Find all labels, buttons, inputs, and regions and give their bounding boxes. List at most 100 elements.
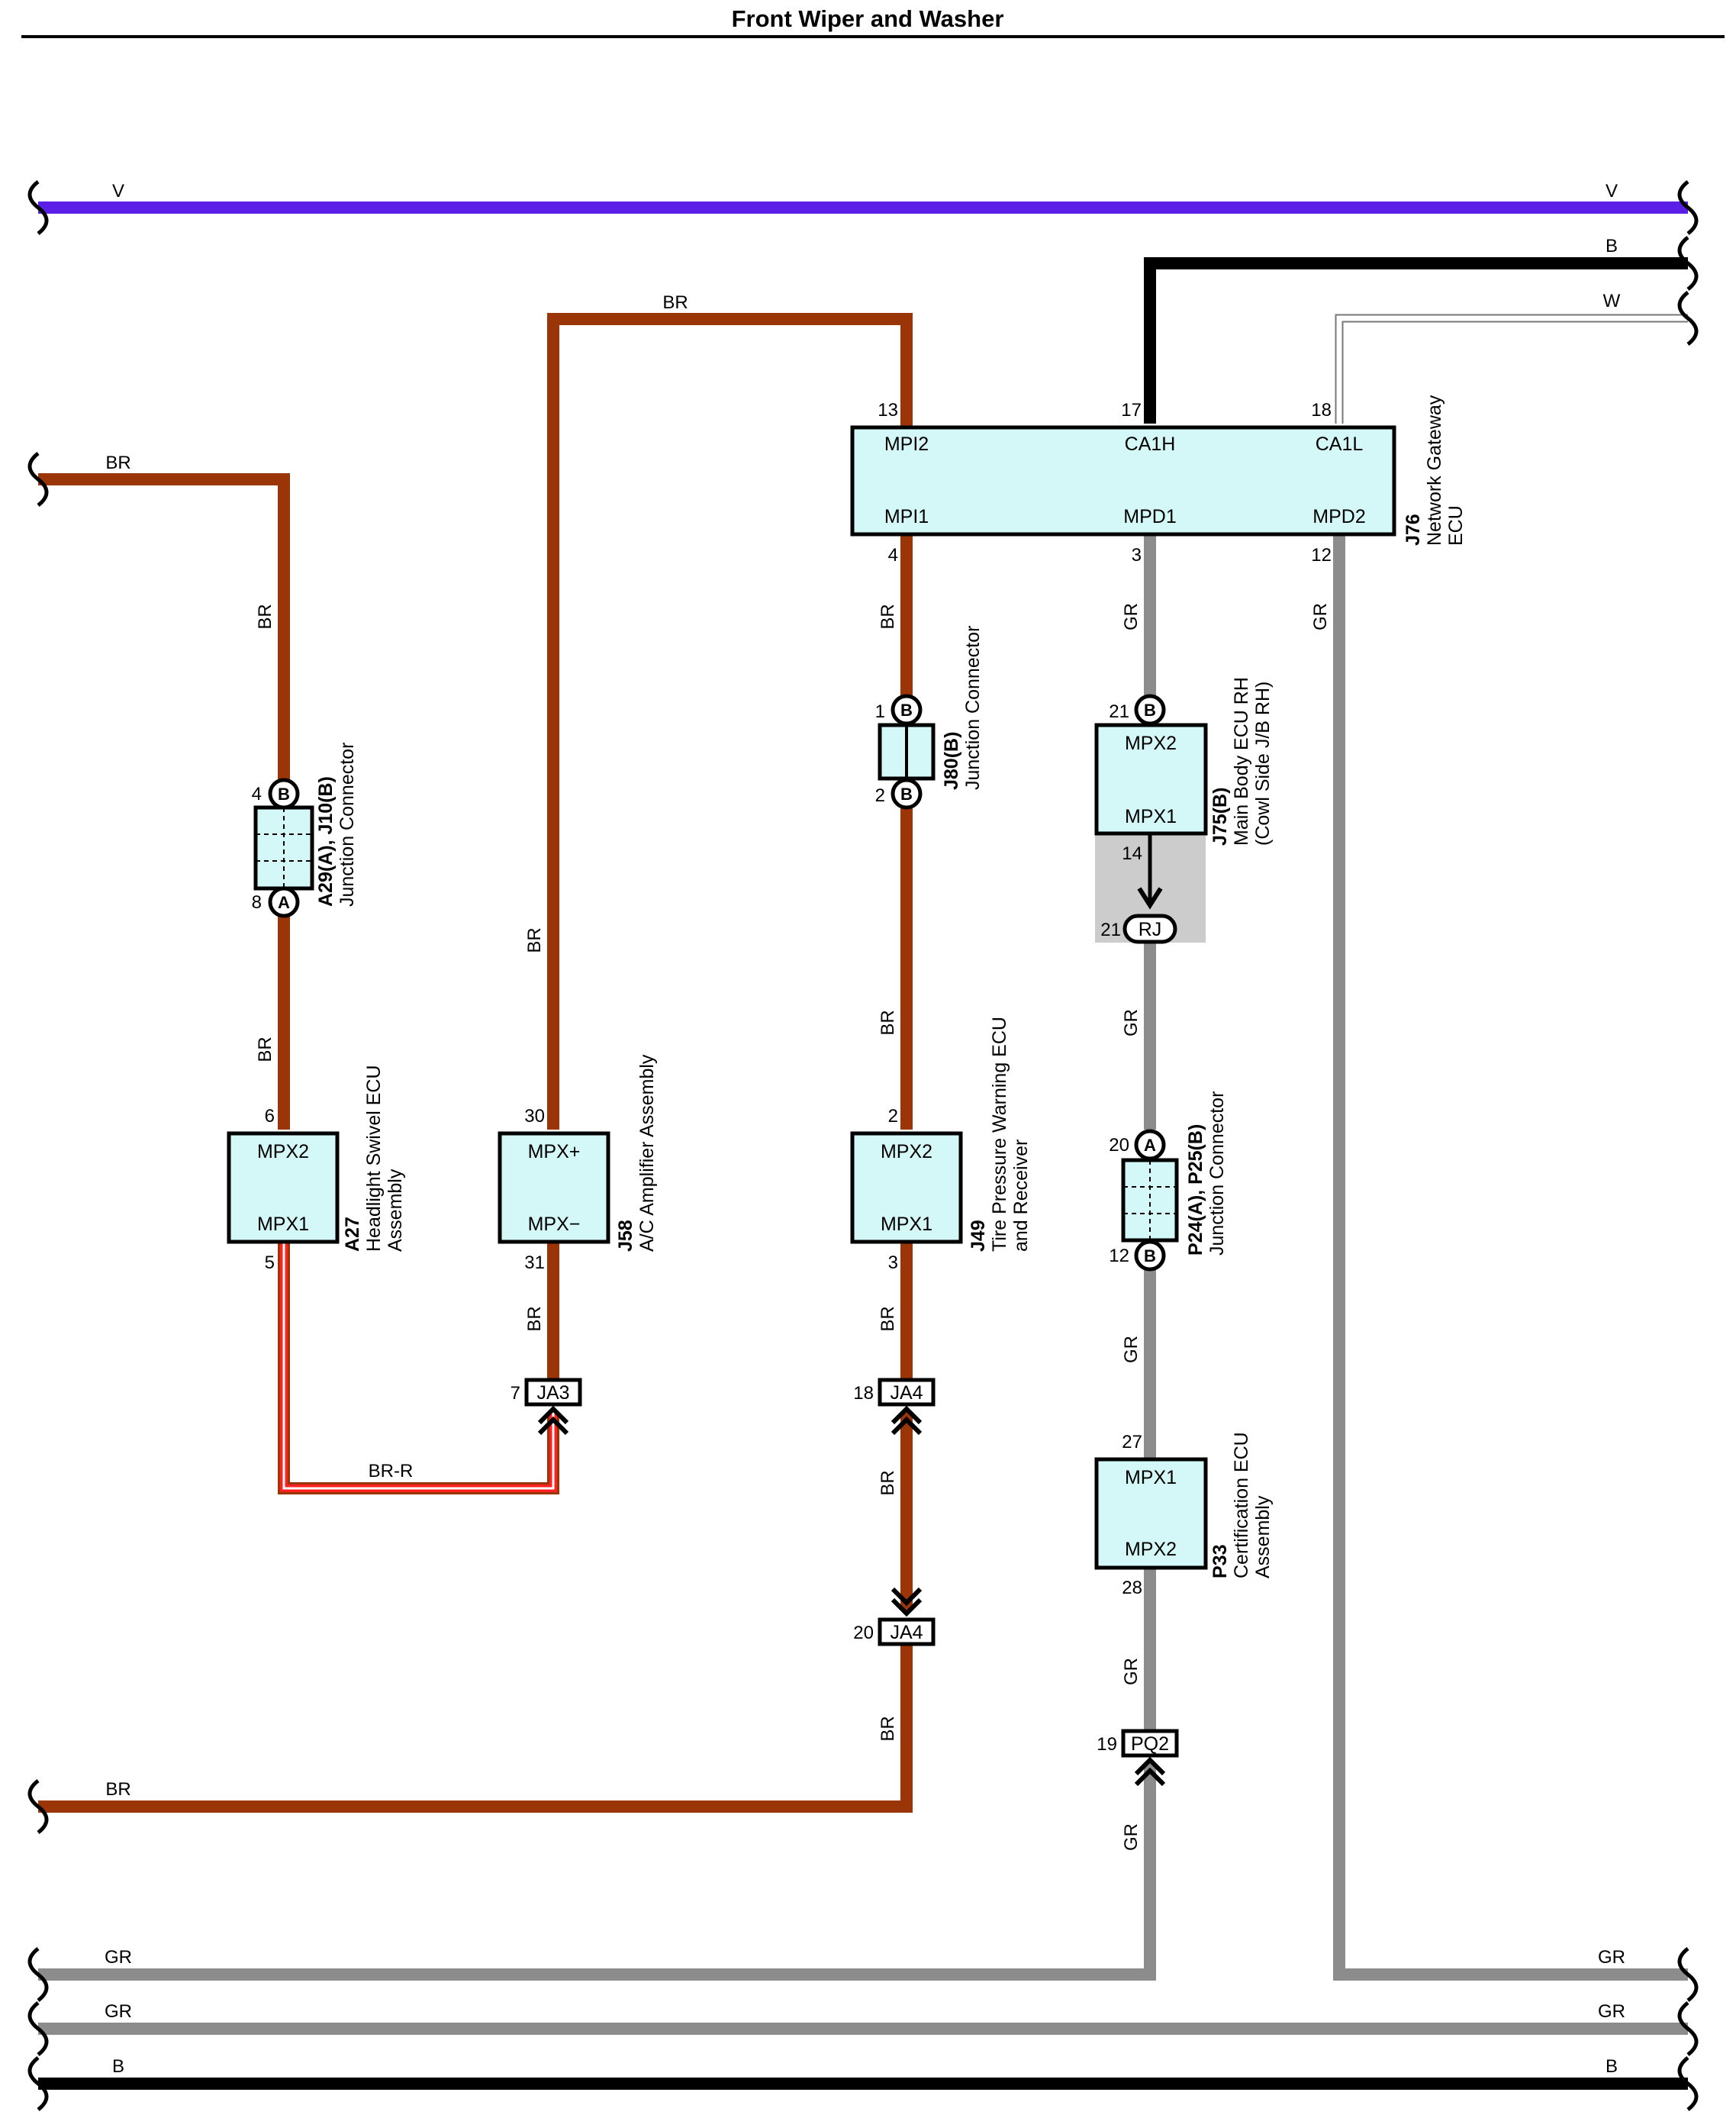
component-name: Junction Connector: [962, 626, 984, 790]
connector-label: JA3: [536, 1382, 569, 1404]
wire-label: GR: [105, 2001, 132, 2022]
wire-label: BR: [524, 927, 545, 953]
tire-pressure-warning-ecu: MPX2 MPX1 2 3 J49 Tire Pressure Warning …: [850, 1011, 1032, 1273]
component-id: J76: [1403, 514, 1424, 546]
component-label: P24(A), P25(B) Junction Connector: [1185, 1091, 1228, 1256]
pin-number: 2: [888, 1106, 898, 1127]
wire-label: W: [1603, 291, 1621, 311]
pin-number: 14: [1122, 843, 1142, 864]
pin-label: MPX2: [881, 1141, 932, 1162]
chevron-up-icon: [537, 1405, 569, 1436]
pin-number: 20: [1109, 1135, 1129, 1156]
pin-number: 8: [252, 892, 262, 913]
pin-number: 6: [265, 1106, 275, 1127]
wire-label: BR: [662, 292, 688, 313]
pin-number: 4: [252, 784, 262, 804]
wire-w-ca1l: [1335, 314, 1688, 424]
pin-number: 19: [1097, 1734, 1117, 1755]
pin-label: CA1L: [1316, 434, 1364, 455]
component-name: A/C Amplifier Assembly: [636, 1054, 658, 1252]
wire-label: BR-R: [369, 1461, 414, 1481]
wire-label: BR: [105, 453, 130, 473]
wire-label: GR: [1121, 1658, 1142, 1685]
connector-circle-label: B: [278, 785, 290, 804]
pin-number: 13: [878, 400, 898, 421]
component-name: Headlight Swivel ECU: [363, 1065, 385, 1252]
wire-label: BR: [255, 604, 275, 629]
component-name: (Cowl Side J/B RH): [1252, 682, 1274, 846]
wire-label: GR: [105, 1947, 132, 1968]
pin-label: MPX2: [257, 1141, 309, 1162]
component-label: P33 Certification ECU Assembly: [1209, 1427, 1274, 1578]
component-name: Tire Pressure Warning ECU: [989, 1017, 1010, 1252]
pin-label: MPI1: [884, 506, 929, 527]
wire-brr: [278, 1240, 559, 1494]
main-body-ecu-rh: MPX2 MPX1 B 21 14 RJ 21 J75(B) Main Body…: [1094, 677, 1274, 944]
ac-amplifier-assembly: MPX+ MPX− 30 31 J58 A/C Amplifier Assemb…: [498, 1054, 658, 1273]
pin-number: 18: [1311, 400, 1332, 421]
pin-number: 3: [1132, 545, 1142, 566]
inline-connector-ja4-top: JA4 18: [853, 1378, 936, 1436]
component-name: and Receiver: [1010, 1140, 1032, 1252]
pin-number: 21: [1109, 701, 1129, 722]
wire-label: GR: [1310, 603, 1331, 630]
wire-label: BR: [878, 1010, 898, 1035]
connector-circle-label: B: [900, 701, 913, 720]
wire-gr-mpd2: [1333, 534, 1688, 1981]
pin-label: MPX1: [1125, 806, 1177, 827]
pin-number: 31: [524, 1252, 545, 1273]
ground-label: RJ: [1139, 919, 1162, 940]
component-label: J76 Network Gateway ECU: [1403, 390, 1467, 546]
pin-number: 20: [853, 1623, 874, 1643]
connector-label: JA4: [890, 1382, 923, 1404]
component-name: Junction Connector: [337, 743, 358, 907]
component-name: Assembly: [385, 1169, 406, 1252]
wire-label: BR: [524, 1306, 545, 1331]
pin-number: 3: [888, 1252, 898, 1273]
pin-label: MPX1: [1125, 1467, 1177, 1488]
wire-label: BR: [878, 604, 898, 629]
arrow-down-icon: [1137, 887, 1163, 910]
pin-number: 18: [853, 1383, 874, 1404]
wire-label: BR: [878, 1470, 898, 1495]
component-name: Assembly: [1252, 1495, 1274, 1578]
connector-circle-label: B: [1144, 1246, 1156, 1265]
pin-number: 4: [888, 545, 898, 566]
wire-label: V: [112, 181, 124, 201]
pin-number: 12: [1311, 545, 1332, 566]
pin-label: MPX+: [528, 1141, 581, 1162]
chevron-down-icon: [891, 1587, 923, 1617]
junction-connector-a29: B A 4 8 A29(A), J10(B) Junction Connecto…: [252, 743, 358, 918]
diagram-title: Front Wiper and Washer: [732, 5, 1004, 32]
component-id: J75(B): [1209, 788, 1231, 846]
junction-connector-j80: B B 1 2 J80(B) Junction Connector: [875, 626, 984, 810]
component-name: ECU: [1445, 505, 1467, 546]
wire-gr-bus1: [38, 1763, 1156, 1981]
wire-label: B: [112, 2056, 124, 2077]
inline-connector-ja4-bottom: JA4 20: [853, 1587, 936, 1646]
ground-point: [1122, 914, 1177, 944]
component-label: J49 Tire Pressure Warning ECU and Receiv…: [968, 1011, 1032, 1252]
component-id: A27: [342, 1217, 363, 1252]
wire-label: BR: [878, 1716, 898, 1741]
component-name: Junction Connector: [1206, 1091, 1228, 1256]
component-label: A29(A), J10(B) Junction Connector: [315, 743, 358, 907]
wire-label: GR: [1121, 603, 1142, 630]
pin-number: 17: [1121, 400, 1142, 421]
component-id: P24(A), P25(B): [1185, 1124, 1206, 1256]
pin-number: 30: [524, 1106, 545, 1127]
certification-ecu: MPX1 MPX2 27 28 P33 Certification ECU As…: [1094, 1427, 1274, 1598]
wire-label: V: [1606, 181, 1618, 201]
wire-label: BR: [105, 1779, 130, 1800]
component-name: Certification ECU: [1231, 1432, 1252, 1578]
connector-label: PQ2: [1131, 1733, 1169, 1755]
inline-connector-ja3: JA3 7: [510, 1378, 582, 1436]
pin-label: MPX2: [1125, 733, 1177, 754]
pin-label: MPX−: [528, 1214, 581, 1235]
component-id: J49: [968, 1220, 989, 1252]
pin-label: MPI2: [884, 434, 929, 455]
junction-connector-p24: A B 20 12 P24(A), P25(B) Junction Connec…: [1109, 1091, 1228, 1272]
wire-b-ca1h: [1144, 257, 1688, 424]
wire-label: B: [1606, 2056, 1618, 2077]
